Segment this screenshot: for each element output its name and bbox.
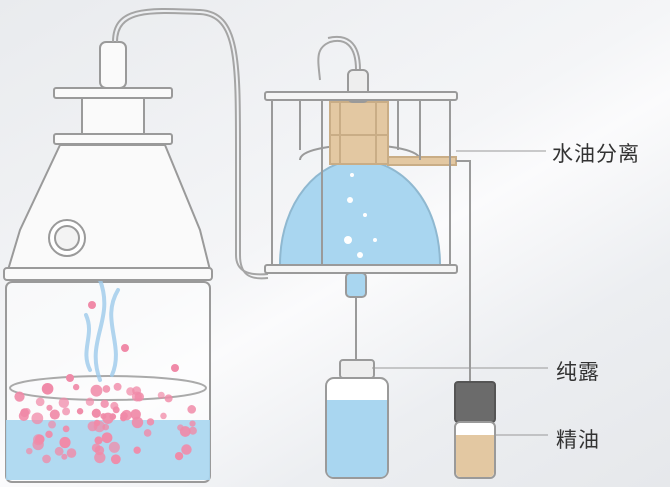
petal <box>160 412 167 420</box>
bubbles <box>344 173 377 258</box>
petal <box>76 408 84 415</box>
petal <box>102 412 114 424</box>
essential-oil-bottle <box>454 381 496 479</box>
petal <box>42 454 51 464</box>
petal <box>85 397 95 406</box>
petal <box>181 444 192 455</box>
petal <box>131 416 144 429</box>
petal <box>46 404 53 411</box>
petal <box>171 364 179 372</box>
label-essential-oil: 精油 <box>556 428 600 452</box>
petal <box>188 426 197 435</box>
petal <box>58 397 70 408</box>
petal <box>59 436 71 449</box>
leader-lines <box>372 150 548 436</box>
petal <box>49 409 60 420</box>
petal <box>120 414 127 422</box>
petal <box>31 412 44 425</box>
boiling-jar <box>5 281 211 483</box>
petal <box>133 446 141 454</box>
still-head <box>3 41 213 281</box>
petal <box>62 407 71 416</box>
petal <box>131 391 142 402</box>
petal <box>35 434 45 445</box>
petal <box>35 397 45 407</box>
petal <box>90 384 103 397</box>
separator-cage <box>264 69 471 382</box>
petal <box>189 420 196 427</box>
petal <box>121 344 129 352</box>
label-water-oil-separation: 水油分离 <box>552 142 640 166</box>
petal <box>100 399 109 409</box>
petal <box>179 426 191 437</box>
petal <box>187 405 197 414</box>
petal <box>14 391 25 402</box>
hydrosol-bottle <box>325 359 389 479</box>
petal <box>54 446 64 456</box>
petal <box>61 453 68 460</box>
petal <box>94 451 106 464</box>
petal <box>110 454 121 465</box>
petal <box>102 385 111 393</box>
petal <box>66 374 74 382</box>
petal <box>164 394 173 403</box>
petal <box>72 383 80 391</box>
petal <box>146 418 155 426</box>
petal <box>130 409 141 420</box>
petal <box>26 447 33 455</box>
condenser-tube <box>112 7 361 280</box>
petal <box>113 382 122 391</box>
petal <box>91 408 101 418</box>
petal <box>94 436 103 445</box>
petal <box>48 420 56 429</box>
label-hydrosol: 纯露 <box>556 360 600 384</box>
petal <box>88 301 96 309</box>
petal <box>157 391 165 399</box>
petal <box>108 441 120 453</box>
petal <box>66 448 77 458</box>
petal <box>93 420 106 433</box>
petal <box>20 408 29 418</box>
rose-petals <box>14 301 197 465</box>
petal <box>42 384 50 392</box>
petal <box>126 387 135 396</box>
petal <box>101 432 113 444</box>
petal <box>174 451 184 461</box>
petal <box>143 429 152 437</box>
petal <box>62 425 70 433</box>
petal <box>110 401 119 410</box>
petal <box>45 430 53 439</box>
